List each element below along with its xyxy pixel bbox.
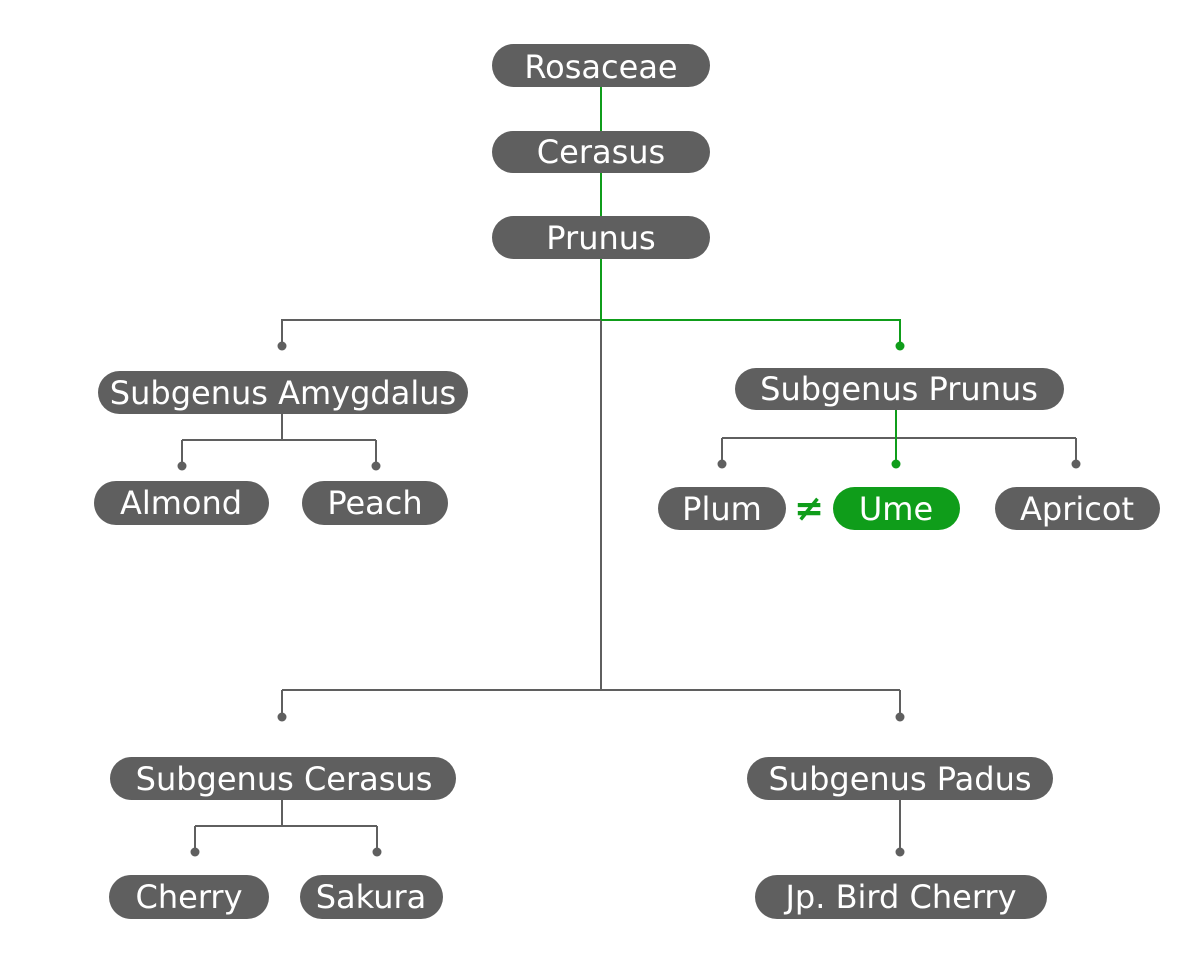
highlight-dots	[891, 341, 905, 469]
node-sakura-label: Sakura	[316, 878, 427, 916]
highlight-path	[600, 87, 901, 464]
node-cherry: Cherry	[109, 875, 269, 919]
dot-ume	[891, 459, 901, 469]
node-almond-label: Almond	[120, 484, 242, 522]
node-subgenus-padus-label: Subgenus Padus	[768, 760, 1031, 798]
branch-prunus-children	[721, 437, 1077, 464]
node-ume-label: Ume	[859, 490, 933, 528]
node-almond: Almond	[94, 481, 269, 525]
junction-dots	[177, 341, 1081, 857]
dot-sakura	[372, 847, 382, 857]
node-rosaceae-label: Rosaceae	[524, 48, 677, 86]
dot-plum	[717, 459, 727, 469]
branch-cerasus-children	[194, 800, 378, 852]
node-subgenus-prunus-label: Subgenus Prunus	[760, 370, 1038, 408]
not-equal-sign: ≠	[794, 489, 824, 530]
node-peach: Peach	[302, 481, 448, 525]
node-prunus: Prunus	[492, 216, 710, 259]
dot-jp-bird-cherry	[895, 847, 905, 857]
branch-amygdalus-children	[181, 414, 377, 466]
node-subgenus-cerasus: Subgenus Cerasus	[110, 757, 456, 800]
node-sakura: Sakura	[300, 875, 443, 919]
node-jp-bird-cherry: Jp. Bird Cherry	[755, 875, 1047, 919]
node-cerasus-label: Cerasus	[537, 133, 665, 171]
dot-padus	[895, 712, 905, 722]
dot-peach	[371, 461, 381, 471]
node-jp-bird-cherry-label: Jp. Bird Cherry	[783, 878, 1016, 916]
dot-cerasus-subgenus	[277, 712, 287, 722]
node-plum-label: Plum	[682, 490, 762, 528]
node-cerasus: Cerasus	[492, 131, 710, 173]
node-ume: Ume	[833, 487, 960, 530]
highlight-to-subgenus-prunus	[601, 319, 901, 346]
node-plum: Plum	[658, 487, 786, 530]
node-subgenus-cerasus-label: Subgenus Cerasus	[136, 760, 433, 798]
node-subgenus-amygdalus: Subgenus Amygdalus	[98, 371, 468, 414]
dot-cherry	[190, 847, 200, 857]
dot-subgenus-prunus	[895, 341, 905, 351]
node-subgenus-amygdalus-label: Subgenus Amygdalus	[110, 374, 456, 412]
dot-almond	[177, 461, 187, 471]
branch-amygdalus	[281, 319, 601, 346]
node-apricot: Apricot	[995, 487, 1160, 530]
node-apricot-label: Apricot	[1020, 490, 1134, 528]
branch-lower	[281, 689, 901, 717]
node-cherry-label: Cherry	[136, 878, 243, 916]
node-peach-label: Peach	[327, 484, 422, 522]
node-prunus-label: Prunus	[546, 219, 655, 257]
node-subgenus-padus: Subgenus Padus	[747, 757, 1053, 800]
dot-apricot	[1071, 459, 1081, 469]
node-rosaceae: Rosaceae	[492, 44, 710, 87]
node-subgenus-prunus: Subgenus Prunus	[735, 368, 1064, 410]
dot-amygdalus	[277, 341, 287, 351]
